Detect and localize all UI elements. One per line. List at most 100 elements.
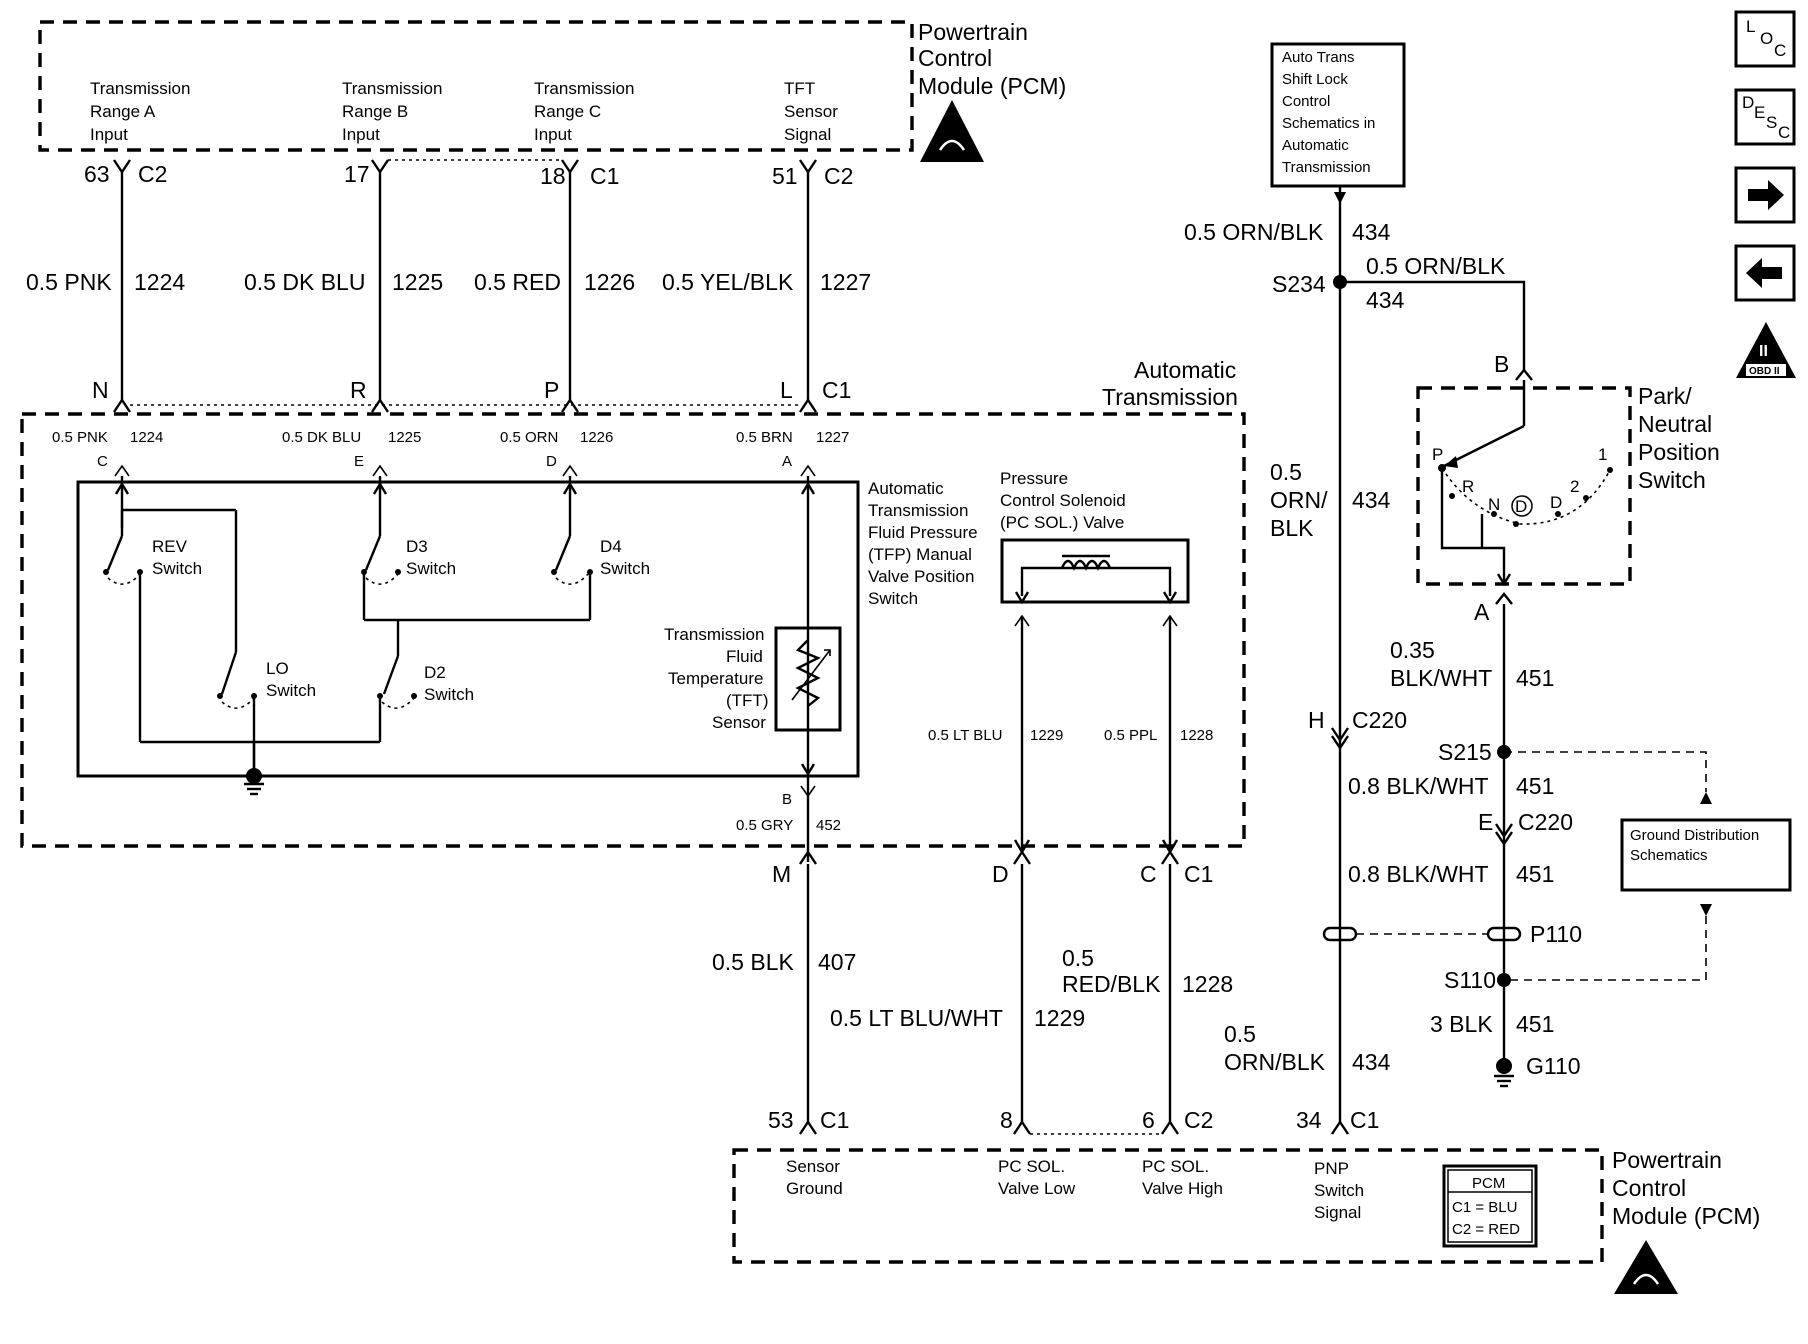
pcm-top-title-3: Module (PCM) xyxy=(918,73,1066,99)
ground-icon xyxy=(244,776,264,796)
wire-451-b: 0.8 BLK/WHT xyxy=(1348,773,1489,799)
lo-switch: LO Switch xyxy=(217,651,316,772)
d3-switch: D3 Switch xyxy=(361,530,456,620)
wire-434-mid-1: 0.5 xyxy=(1270,459,1302,485)
shift-lock-box-6: Transmission xyxy=(1282,159,1371,176)
pnp-signal-label-3: Signal xyxy=(1314,1203,1361,1222)
rev-switch-label-1: REV xyxy=(152,537,188,556)
obd-label: OBD II xyxy=(1749,366,1780,377)
wire-label-redblk-1: 0.5 xyxy=(1062,945,1094,971)
d4-switch-label-1: D4 xyxy=(600,537,622,556)
pcm-input-b-label-1: Transmission xyxy=(342,79,442,98)
conn-h: H xyxy=(1308,707,1325,733)
esd-icon-bottom xyxy=(1614,1240,1678,1294)
conn-letter-c: C xyxy=(1140,861,1157,887)
pnp-gear-d: D xyxy=(1550,493,1562,512)
sensor-ground-label-2: Ground xyxy=(786,1179,843,1198)
pcm-bottom-title-1: Powertrain xyxy=(1612,1147,1722,1173)
pin-18: 18 xyxy=(540,163,566,189)
int-circuit-1227: 1227 xyxy=(816,429,849,446)
pcm-input-b-label-2: Range B xyxy=(342,102,408,121)
circuit-434-low: 434 xyxy=(1352,1049,1391,1075)
d3-switch-label-2: Switch xyxy=(406,559,456,578)
pnp-gear-2: 2 xyxy=(1570,477,1579,496)
conn-letter-p: P xyxy=(544,377,559,403)
pin-6: 6 xyxy=(1142,1107,1155,1133)
circuit-1227: 1227 xyxy=(820,269,871,295)
circuit-451-b: 451 xyxy=(1516,773,1554,799)
shift-lock-box-4: Schematics in xyxy=(1282,115,1375,132)
auto-trans-module: Automatic Transmission 0.5 PNK 1224 0.5 … xyxy=(20,357,1246,848)
tfp-label-5: Valve Position xyxy=(868,567,974,586)
conn-c1-34: C1 xyxy=(1350,1107,1379,1133)
pin-17: 17 xyxy=(344,161,370,187)
d2-switch-label-2: Switch xyxy=(424,685,474,704)
pin-53: 53 xyxy=(768,1107,794,1133)
circuit-434-branch: 434 xyxy=(1366,287,1405,313)
shift-lock-box-3: Control xyxy=(1282,93,1330,110)
desc-c: C xyxy=(1778,123,1790,142)
wire-label-yelblk: 0.5 YEL/BLK xyxy=(662,269,794,295)
pnp-switch: B Park/ Neutral Position Switch P R N D … xyxy=(1348,351,1792,1088)
circuit-451-c: 451 xyxy=(1516,861,1554,887)
sensor-ground-label-1: Sensor xyxy=(786,1157,840,1176)
conn-c2-tft: C2 xyxy=(824,163,853,189)
wire-451-c: 0.8 BLK/WHT xyxy=(1348,861,1489,887)
auto-trans-title-2: Transmission xyxy=(1102,384,1238,410)
conn-letter-n: N xyxy=(92,377,109,403)
splice-s215: S215 xyxy=(1438,739,1492,765)
pcm-input-a-label-2: Range A xyxy=(90,102,156,121)
conn-c1-53: C1 xyxy=(820,1107,849,1133)
int-wire-brn: 0.5 BRN xyxy=(736,429,793,446)
int-letter-a: A xyxy=(782,453,792,470)
pcm-tft-label-3: Signal xyxy=(784,125,831,144)
d4-switch: D4 Switch xyxy=(364,530,650,622)
wire-451-d: 3 BLK xyxy=(1430,1011,1493,1037)
conn-c2-a: C2 xyxy=(138,161,167,187)
nav-desc-button[interactable]: D E S C xyxy=(1734,88,1796,146)
tft-label-5: Sensor xyxy=(712,713,766,732)
pcm-input-c-label-2: Range C xyxy=(534,102,601,121)
pc-high-label-1: PC SOL. xyxy=(1142,1157,1209,1176)
lo-switch-label-2: Switch xyxy=(266,681,316,700)
conn-e: E xyxy=(1478,809,1493,835)
loc-o: O xyxy=(1760,29,1773,48)
pc-high-label-2: Valve High xyxy=(1142,1179,1223,1198)
pc-solenoid: Pressure Control Solenoid (PC SOL.) Valv… xyxy=(928,469,1213,855)
tft-b-wire: 0.5 GRY xyxy=(736,817,793,834)
pcm-bottom-module: Powertrain Control Module (PCM) Sensor G… xyxy=(732,1147,1760,1294)
rev-switch: REV Switch xyxy=(103,508,238,742)
rev-switch-label-2: Switch xyxy=(152,559,202,578)
wire-434-low-2: ORN/BLK xyxy=(1224,1049,1326,1075)
pnp-gear-n: N xyxy=(1488,495,1500,514)
int-circuit-1225: 1225 xyxy=(388,429,421,446)
pnp-signal-label-1: PNP xyxy=(1314,1159,1349,1178)
legend-title: PCM xyxy=(1472,1175,1505,1192)
loc-c: C xyxy=(1774,41,1786,60)
splice-s110: S110 xyxy=(1444,967,1496,993)
sol-wire-ppl: 0.5 PPL xyxy=(1104,727,1157,744)
int-wire-dkblu: 0.5 DK BLU xyxy=(282,429,361,446)
int-wire-orn: 0.5 ORN xyxy=(500,429,558,446)
tfp-label-3: Fluid Pressure xyxy=(868,523,978,542)
circuit-407: 407 xyxy=(818,949,856,975)
circuit-1226: 1226 xyxy=(584,269,635,295)
pnp-label-4: Switch xyxy=(1638,467,1706,493)
conn-letter-r: R xyxy=(350,377,367,403)
pc-low-label-1: PC SOL. xyxy=(998,1157,1065,1176)
pcm-top-module: Powertrain Control Module (PCM) Transmis… xyxy=(38,19,1066,162)
auto-trans-title-1: Automatic xyxy=(1134,357,1236,383)
pnp-signal-label-2: Switch xyxy=(1314,1181,1364,1200)
pin-63: 63 xyxy=(84,161,110,187)
circuit-1224: 1224 xyxy=(134,269,185,295)
wire-label-redblk-2: RED/BLK xyxy=(1062,971,1161,997)
nav-forward-button[interactable] xyxy=(1734,166,1796,224)
nav-obd-button[interactable]: II OBD II xyxy=(1736,322,1796,378)
pc-sol-label-3: (PC SOL.) Valve xyxy=(1000,513,1124,532)
tft-b-circuit: 452 xyxy=(816,817,841,834)
circuit-1225: 1225 xyxy=(392,269,443,295)
nav-loc-button[interactable]: L O C xyxy=(1734,10,1796,68)
tfp-switch-assembly: Automatic Transmission Fluid Pressure (T… xyxy=(76,476,978,862)
nav-back-button[interactable] xyxy=(1734,244,1796,302)
pnp-gear-1: 1 xyxy=(1598,445,1607,464)
